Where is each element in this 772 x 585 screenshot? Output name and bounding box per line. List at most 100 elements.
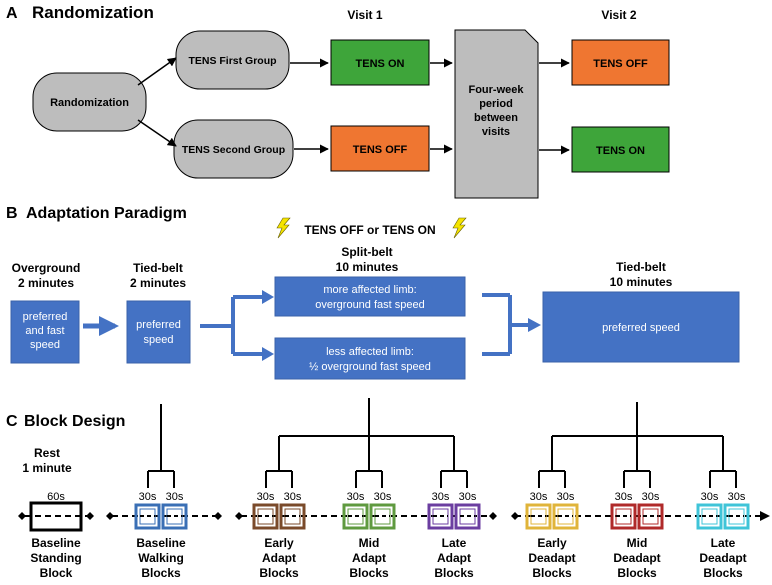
group-label-line: Blocks	[617, 566, 657, 580]
g1-visit1-label: TENS ON	[356, 58, 405, 70]
group-label-line: Baseline	[31, 536, 81, 550]
block-30s	[696, 503, 723, 530]
group-labels: BaselineStandingBlockBaselineWalkingBloc…	[30, 536, 746, 580]
tree-connectors	[147, 398, 737, 488]
g1-visit2-box	[571, 39, 670, 86]
block-30s	[610, 503, 637, 530]
arrow-rand-to-group2	[137, 119, 177, 147]
section-c-letter: C	[6, 413, 18, 430]
group-label-line: Deadapt	[528, 551, 575, 565]
tied2-body: preferred speed	[602, 322, 680, 334]
split-lower-box	[274, 337, 466, 380]
block-30s-label: 30s	[432, 491, 450, 503]
group-label-line: Adapt	[352, 551, 386, 565]
tied1-body-1: preferred	[136, 319, 181, 331]
tied1-duration: 2 minutes	[130, 276, 186, 290]
overground-body-1: preferred	[23, 311, 68, 323]
block-30s	[279, 503, 306, 530]
visit2-heading: Visit 2	[601, 8, 636, 22]
block-30s-label: 30s	[374, 491, 392, 503]
block-30s-label: 30s	[284, 491, 302, 503]
section-b-title: Adaptation Paradigm	[26, 205, 187, 222]
timeline-diamond	[214, 512, 222, 520]
group2-node	[173, 119, 294, 179]
block-30s	[342, 503, 369, 530]
randomization-node	[32, 72, 147, 132]
timeline-diamond	[489, 512, 497, 520]
rest-block-label: 60s	[47, 491, 65, 503]
split-upper-box	[274, 276, 466, 317]
split-duration: 10 minutes	[336, 260, 399, 274]
tied1-title: Tied-belt	[133, 261, 183, 275]
section-b-letter: B	[6, 205, 18, 222]
timeline-diamond	[235, 512, 243, 520]
group-label-line: Early	[264, 536, 294, 550]
group-label-line: Mid	[627, 536, 648, 550]
split-lower-line-2: ½ overground fast speed	[309, 361, 431, 373]
arrowhead-tied2	[528, 318, 541, 332]
block-30s-label: 30s	[615, 491, 633, 503]
g2-visit2-box	[571, 126, 670, 173]
visit1-heading: Visit 1	[347, 8, 382, 22]
block-30s	[369, 503, 396, 530]
split-title: Split-belt	[341, 245, 392, 259]
timeline-end-arrow	[760, 511, 770, 521]
period-line-1: Four-week	[468, 84, 524, 96]
tied2-title: Tied-belt	[616, 260, 666, 274]
timeline-diamond	[106, 512, 114, 520]
block-30s	[427, 503, 454, 530]
overground-body-3: speed	[30, 339, 60, 351]
group-label-line: Deadapt	[699, 551, 746, 565]
group-label-line: Late	[711, 536, 736, 550]
period-line-4: visits	[482, 126, 510, 138]
block-30s-label: 30s	[347, 491, 365, 503]
group-label-line: Baseline	[136, 536, 186, 550]
period-line-3: between	[474, 112, 518, 124]
timeline-diamond	[18, 512, 26, 520]
g2-visit2-label: TENS ON	[596, 145, 645, 157]
block-30s-label: 30s	[139, 491, 157, 503]
g1-visit2-label: TENS OFF	[593, 58, 648, 70]
overground-duration: 2 minutes	[18, 276, 74, 290]
split-lower-line-1: less affected limb:	[326, 346, 414, 358]
group-label-line: Deadapt	[613, 551, 660, 565]
timeline-diamond	[511, 512, 519, 520]
tied1-body-2: speed	[144, 334, 174, 346]
group-label-line: Standing	[30, 551, 81, 565]
group-label-line: Adapt	[437, 551, 471, 565]
block-30s-label: 30s	[642, 491, 660, 503]
bracket-tied-to-split	[200, 295, 262, 356]
group-label-line: Blocks	[141, 566, 181, 580]
block-30s-label: 30s	[257, 491, 275, 503]
overground-title: Overground	[12, 261, 81, 275]
overground-box	[10, 300, 80, 364]
group-label-line: Blocks	[703, 566, 743, 580]
lightning-icon	[276, 217, 291, 239]
timeline-diamond	[86, 512, 94, 520]
block-30s	[161, 503, 188, 530]
randomization-label: Randomization	[50, 97, 129, 109]
group-label-line: Late	[442, 536, 467, 550]
group2-label: TENS Second Group	[182, 144, 285, 156]
section-c-title: Block Design	[24, 413, 125, 430]
arrow-rand-to-group1	[137, 57, 177, 86]
rest-duration: 1 minute	[22, 461, 72, 475]
tied2-duration: 10 minutes	[610, 275, 673, 289]
g2-visit1-box	[330, 125, 430, 172]
block-30s	[525, 503, 552, 530]
rest-title: Rest	[34, 446, 60, 460]
block-30s	[454, 503, 481, 530]
group-label-line: Blocks	[259, 566, 299, 580]
block-30s-label: 30s	[459, 491, 477, 503]
block-30s-label: 30s	[701, 491, 719, 503]
tied2-box	[542, 291, 740, 363]
bracket-split-to-tied2	[482, 293, 530, 356]
group-label-line: Blocks	[434, 566, 474, 580]
period-line-2: period	[479, 98, 513, 110]
block-30s	[134, 503, 161, 530]
rest-block	[29, 501, 83, 532]
group-label-line: Mid	[359, 536, 380, 550]
group-label-line: Adapt	[262, 551, 296, 565]
